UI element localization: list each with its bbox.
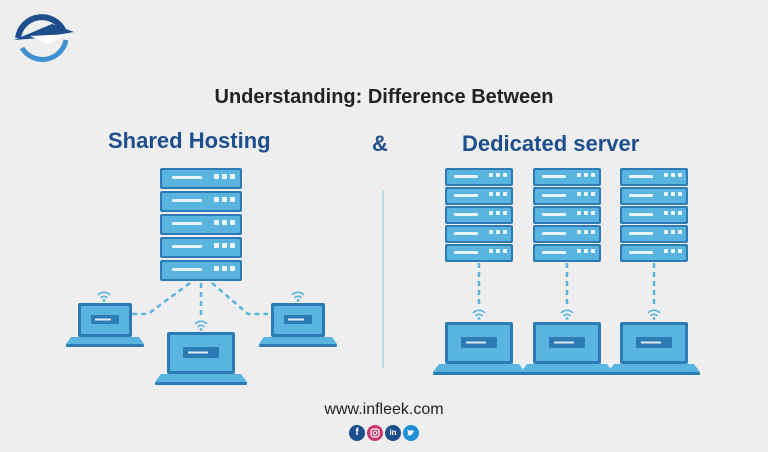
shared-connectors xyxy=(130,281,268,318)
dedicated-laptops xyxy=(433,309,700,375)
shared-hosting-heading: Shared Hosting xyxy=(108,128,271,153)
shared-laptops xyxy=(66,291,337,385)
dedicated-connectors xyxy=(477,263,656,306)
dedicated-server-stack-1 xyxy=(445,168,513,262)
dedicated-server-stack-2 xyxy=(533,168,601,262)
brand-logo xyxy=(14,14,74,62)
ampersand-label: & xyxy=(372,131,388,156)
website-link[interactable]: www.infleek.com xyxy=(324,401,444,418)
linkedin-icon[interactable]: in xyxy=(385,425,401,441)
facebook-icon[interactable]: f xyxy=(349,425,365,441)
page-title: Understanding: Difference Between xyxy=(214,86,554,108)
instagram-icon[interactable] xyxy=(367,425,383,441)
dedicated-server-stack-3 xyxy=(620,168,688,262)
social-links: f in xyxy=(349,425,419,441)
dedicated-server-heading: Dedicated server xyxy=(462,131,640,156)
twitter-icon[interactable] xyxy=(403,425,419,441)
shared-server-stack xyxy=(160,168,242,281)
